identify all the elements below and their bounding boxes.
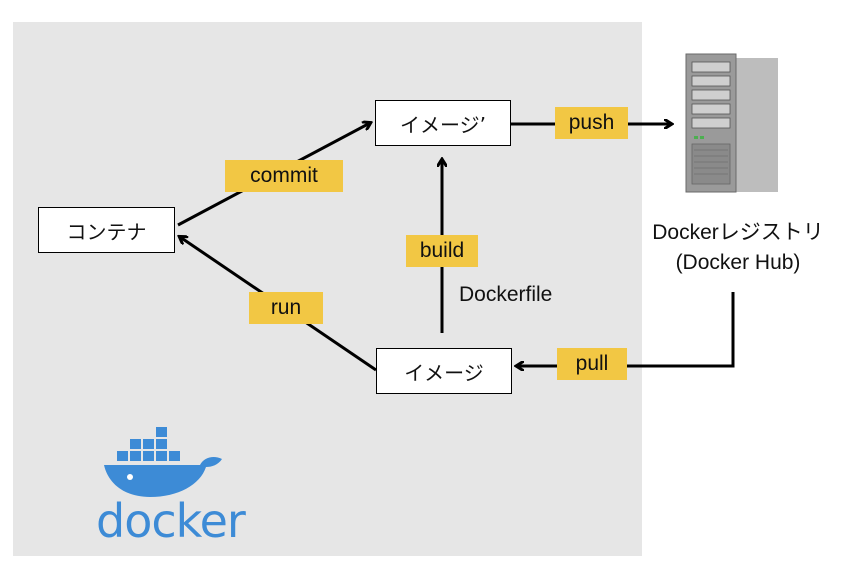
docker-whale-icon (104, 427, 222, 497)
registry-name: Dockerレジストリ (652, 221, 824, 244)
image-node: イメージ (376, 348, 512, 394)
registry-label: Dockerレジストリ (Docker Hub) (618, 218, 844, 278)
run-label: run (249, 292, 323, 324)
container-node: コンテナ (38, 207, 175, 253)
docker-logo-text: docker (96, 494, 246, 548)
push-label: push (555, 107, 628, 139)
server-icon (685, 53, 778, 193)
registry-subname: (Docker Hub) (675, 251, 801, 274)
pull-label: pull (557, 348, 627, 380)
build-label: build (406, 235, 478, 267)
dockerfile-label: Dockerfile (459, 283, 553, 306)
commit-label: commit (225, 160, 343, 192)
image-prime-node: イメージ’ (375, 100, 511, 146)
